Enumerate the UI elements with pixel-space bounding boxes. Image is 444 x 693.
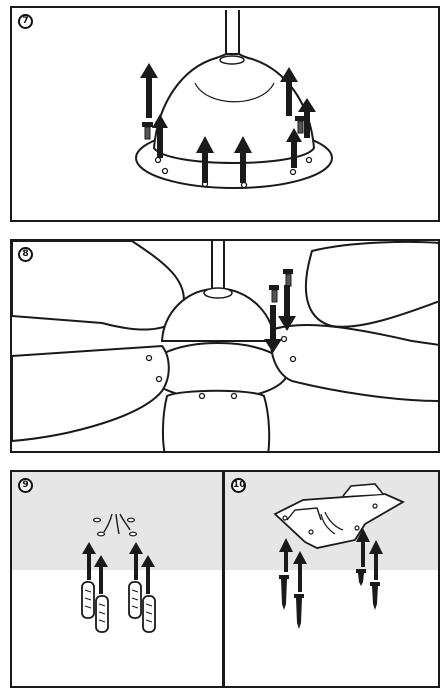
blade-mounting-holes xyxy=(145,335,297,400)
fan-motor-housing-illustration xyxy=(135,10,333,189)
screw-icon xyxy=(279,575,289,610)
housing-top-collar xyxy=(219,55,245,65)
arrow-up-icon xyxy=(356,528,370,567)
mounting-bracket-icon xyxy=(273,493,405,549)
fan-blade xyxy=(12,344,170,443)
bracket-holes xyxy=(282,503,378,535)
arrow-up-icon xyxy=(152,114,168,158)
step-10-panel: 10 xyxy=(223,470,440,688)
step-number-badge: 7 xyxy=(18,14,33,29)
fan-blade xyxy=(161,389,271,451)
fan-blade-attachment-illustration xyxy=(12,241,438,451)
screw-icon xyxy=(370,582,380,610)
arrow-up-icon xyxy=(280,67,298,116)
arrow-up-icon xyxy=(298,98,316,138)
arrow-up-icon xyxy=(196,136,214,183)
fan-blade xyxy=(12,241,185,331)
arrow-up-icon xyxy=(293,551,307,592)
bracket-install-illustration xyxy=(273,483,405,629)
step-8-panel: 8 xyxy=(10,239,440,453)
motor-housing xyxy=(152,53,316,164)
step-number-badge: 8 xyxy=(18,247,33,262)
arrow-down-icon xyxy=(264,305,282,353)
arrow-up-icon xyxy=(369,540,383,580)
arrow-up-icon xyxy=(234,136,252,183)
arrow-up-icon xyxy=(286,128,302,168)
ceiling-holes xyxy=(92,517,138,537)
wall-plug-icon xyxy=(128,581,142,619)
electrical-wires xyxy=(103,513,131,535)
screw-icon xyxy=(283,269,293,287)
housing-contour xyxy=(194,82,275,103)
step-number-badge: 10 xyxy=(231,478,246,493)
step-7-panel: 7 xyxy=(10,6,440,222)
step-9-panel: 9 xyxy=(10,470,224,688)
fan-blade xyxy=(304,241,438,328)
screw-icon xyxy=(142,122,153,140)
screw-icon xyxy=(295,116,306,134)
arrow-up-icon xyxy=(279,538,293,572)
wall-plug-icon xyxy=(142,595,156,633)
screw-icon xyxy=(269,285,279,303)
wall-plug-icon xyxy=(81,581,95,619)
screw-icon xyxy=(294,594,304,629)
bracket-slot xyxy=(286,507,322,521)
arrow-up-icon xyxy=(129,542,143,580)
arrow-up-icon xyxy=(141,555,155,594)
step-number-badge: 9 xyxy=(18,478,33,493)
screw-icon xyxy=(356,569,366,586)
arrow-up-icon xyxy=(94,555,108,594)
downrod xyxy=(211,241,225,293)
arrow-up-icon xyxy=(82,542,96,580)
electrical-wires xyxy=(320,511,344,535)
arrow-down-icon xyxy=(278,285,296,331)
fan-blade xyxy=(270,324,438,402)
housing-top-collar xyxy=(203,287,233,299)
bracket-tab xyxy=(342,483,384,497)
arrow-up-icon xyxy=(140,63,158,118)
downrod xyxy=(225,10,240,56)
wall-plug-ribs xyxy=(84,589,153,623)
wall-plug-icon xyxy=(95,595,109,633)
wall-plug-install-illustration xyxy=(81,513,156,633)
